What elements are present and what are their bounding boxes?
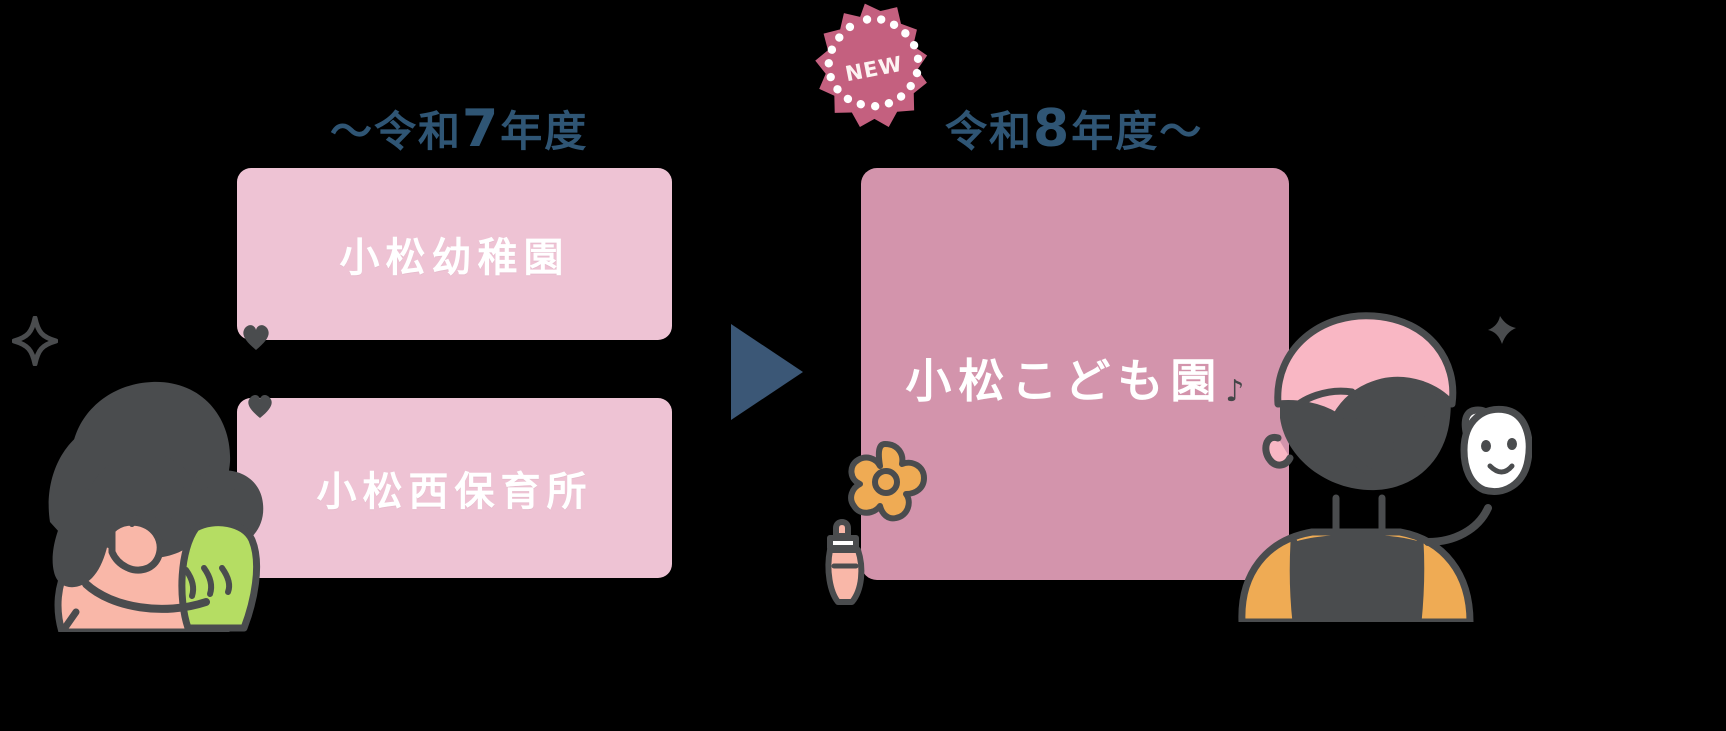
era-new-year: 8 (1033, 99, 1072, 159)
new-badge: NEW (801, 2, 947, 136)
facility-new-inner: 小松こども園 ♪ (905, 345, 1244, 411)
heart-icon (240, 322, 272, 352)
facility-name-new: 小松こども園 (905, 354, 1224, 408)
facility-name-nursery: 小松西保育所 (316, 469, 593, 515)
era-new-prefix: 令和 (945, 107, 1034, 156)
facility-box-nursery: 小松西保育所 (237, 398, 672, 578)
era-new-suffix: 年度〜 (1071, 107, 1204, 156)
illustration-mother-and-baby (0, 272, 290, 632)
era-old-suffix: 年度 (500, 107, 589, 156)
baby-bottle-icon (812, 518, 882, 610)
facility-box-kindergarten: 小松幼稚園 (237, 168, 672, 340)
era-old-year: 7 (462, 99, 501, 159)
facility-name-kindergarten: 小松幼稚園 (339, 235, 570, 281)
music-note-icon: ♪ (1225, 374, 1245, 409)
era-label-new: 令和8年度〜 (945, 98, 1203, 159)
heart-icon (245, 392, 275, 420)
facility-box-new: 小松こども園 ♪ (861, 168, 1289, 580)
illustration-teacher-with-puppet (1232, 292, 1532, 622)
triangle-right-icon (731, 324, 803, 420)
flower-icon (836, 438, 934, 530)
era-old-prefix: 〜令和 (330, 107, 463, 156)
era-label-old: 〜令和7年度 (330, 98, 588, 159)
sparkle-icon (11, 315, 59, 367)
